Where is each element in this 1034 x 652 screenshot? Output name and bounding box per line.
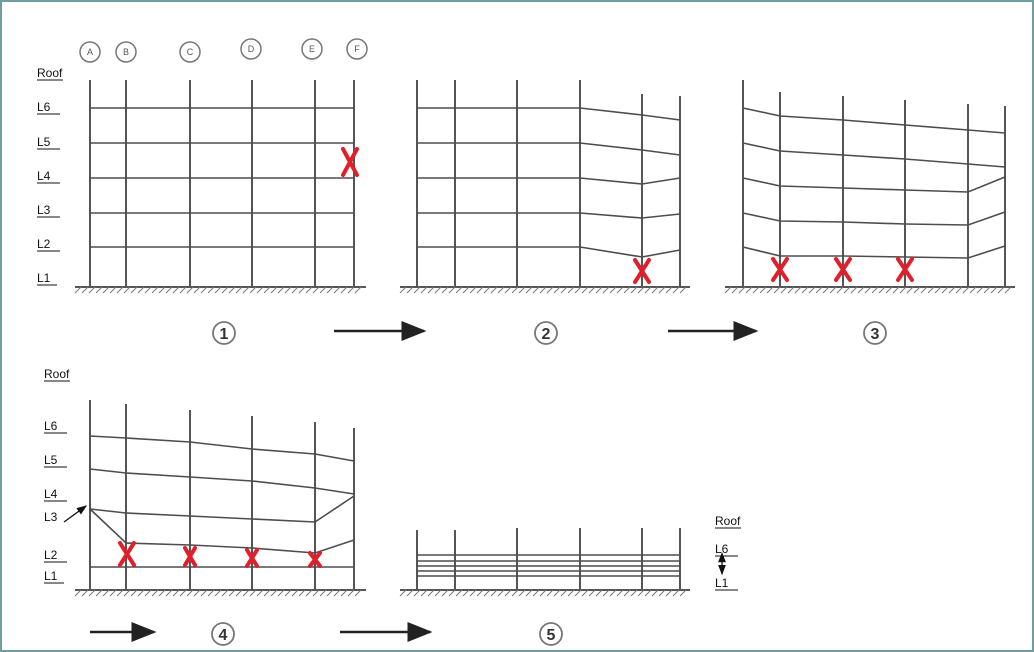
gridline-d-label: D <box>248 44 255 54</box>
level-l1-label: L1 <box>37 271 51 285</box>
level-labels-bottom: Roof L6 L5 L4 L3 L2 L1 <box>44 367 88 584</box>
level-l1-label: L1 <box>44 569 58 583</box>
failure-mark <box>118 541 136 567</box>
svg-text:4: 4 <box>219 627 228 644</box>
stage-2-frame <box>399 80 690 294</box>
stage-2-number: 2 <box>534 321 558 345</box>
gridline-a-label: A <box>87 47 93 57</box>
l3-pointer-arrow <box>63 505 88 523</box>
gridline-d-bubble: D <box>240 38 262 60</box>
failure-mark <box>633 258 651 284</box>
level-l2-label: L2 <box>44 548 58 562</box>
stage-1-frame <box>74 80 366 294</box>
stage-5-number: 5 <box>539 622 563 646</box>
level-l5-label: L5 <box>44 453 58 467</box>
stage-4-number: 4 <box>211 622 235 646</box>
gridline-b-bubble: B <box>115 41 137 63</box>
level-roof-label: Roof <box>37 66 63 80</box>
level-l6-label: L6 <box>37 100 51 114</box>
gridline-f-label: F <box>354 44 360 54</box>
stage-3-number: 3 <box>863 321 887 345</box>
gridline-c-label: C <box>187 47 194 57</box>
svg-text:5: 5 <box>547 627 556 644</box>
failure-mark <box>834 257 852 282</box>
gridline-e-label: E <box>309 44 315 54</box>
failure-mark <box>308 551 322 568</box>
gridline-e-bubble: E <box>301 38 323 60</box>
level-l3-label: L3 <box>44 510 58 524</box>
svg-text:2: 2 <box>542 326 551 343</box>
svg-text:1: 1 <box>220 326 229 343</box>
level-l1-label: L1 <box>715 576 729 590</box>
svg-text:3: 3 <box>871 326 880 343</box>
stage-5-frame <box>399 528 690 597</box>
stage-1-number: 1 <box>212 321 236 345</box>
level-roof-label: Roof <box>44 367 70 381</box>
level-l6-label: L6 <box>44 419 58 433</box>
failure-mark <box>896 257 914 282</box>
level-l6-label: L6 <box>715 542 729 556</box>
level-roof-label: Roof <box>715 514 741 528</box>
level-l2-label: L2 <box>37 237 51 251</box>
gridline-f-bubble: F <box>346 38 368 60</box>
level-l4-label: L4 <box>37 169 51 183</box>
failure-mark <box>245 548 259 568</box>
level-l3-label: L3 <box>37 203 51 217</box>
gridline-a-bubble: A <box>79 41 101 63</box>
failure-mark <box>341 147 359 177</box>
gridline-labels: A B C D E F <box>79 38 368 63</box>
stage-4-frame <box>74 400 366 597</box>
level-l4-label: L4 <box>44 487 58 501</box>
failure-mark <box>771 257 789 282</box>
gridline-c-bubble: C <box>179 41 201 63</box>
level-labels-stage5: Roof L6 L1 <box>715 514 741 591</box>
gridline-b-label: B <box>123 47 129 57</box>
level-l5-label: L5 <box>37 135 51 149</box>
failure-mark <box>183 546 197 567</box>
stage-3-frame <box>724 80 1015 294</box>
level-labels-top: Roof L6 L5 L4 L3 L2 L1 <box>37 66 63 286</box>
